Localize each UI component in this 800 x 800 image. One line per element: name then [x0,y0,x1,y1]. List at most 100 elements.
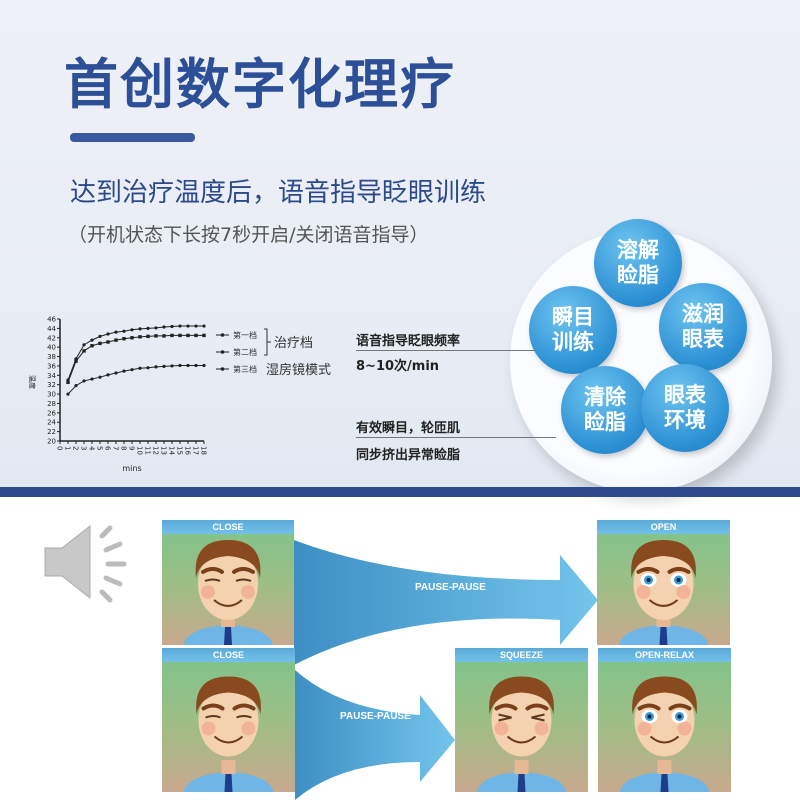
x-tick-label: 7 [112,446,120,450]
legend-group-treatment: 治疗档 [274,336,313,351]
data-point [114,371,118,375]
x-tick-label: 2 [72,446,80,450]
callout-effect-1: 有效瞬目，轮匝肌 [356,421,461,436]
bubble-text: 眼表 [682,327,724,351]
voice-guide-note: （开机状态下长按7秒开启/关闭语音指导） [68,224,429,246]
callout-freq-title: 语音指导眨眼频率 [356,334,461,349]
bubble-blink-training: 瞬目训练 [529,286,617,374]
data-point [74,384,78,388]
y-tick-label: 36 [47,362,56,370]
data-point [106,373,110,377]
page-title: 首创数字化理疗 [64,53,456,116]
data-point [122,329,126,333]
bubble-ocular-surface: 眼表环境 [641,364,729,452]
x-tick-label: 0 [56,446,64,450]
y-tick-label: 44 [47,325,56,333]
data-point [122,369,126,373]
legend-label: 第二档 [233,347,257,357]
series-line-3 [67,364,204,395]
bubble-clear: 清除睑脂 [561,366,649,454]
data-point [82,379,86,383]
x-tick-label: 8 [120,446,128,450]
data-point [178,324,182,328]
y-tick-label: 38 [47,353,56,361]
x-tick-label: 4 [88,446,96,451]
legend-marker [220,350,225,354]
arrow-lower [295,670,455,800]
data-point [194,363,198,368]
speaker-icon[interactable] [40,518,140,608]
y-tick-label: 22 [47,428,56,436]
callout-line [356,437,556,438]
callout-line [356,350,541,351]
panel-label: SQUEEZE [455,648,588,662]
data-point [154,326,158,330]
y-tick-label: 46 [47,316,56,324]
y-tick-label: 26 [47,409,56,417]
series-line-1 [67,325,204,381]
data-point [194,324,198,328]
face-panel-open: OPEN [597,520,730,645]
bubble-text: 训练 [552,330,594,354]
x-tick-label: 3 [80,446,88,450]
arrow-label: PAUSE-PAUSE [415,582,486,593]
data-point [178,333,182,338]
bubble-text: 瞬目 [552,305,594,329]
face-panel-close-2: CLOSE [162,648,295,792]
bubble-text: 睑脂 [617,263,659,287]
y-tick-label: 32 [47,381,56,389]
data-point [106,340,110,344]
x-tick-label: 16 [184,446,192,455]
data-point [106,332,110,336]
bubble-text: 滋润 [682,302,724,326]
y-tick-label: 42 [47,334,56,342]
title-underline [70,133,195,142]
x-tick-label: 15 [176,446,184,455]
data-point [114,338,118,342]
bubble-text: 清除 [584,385,626,409]
legend-group-humid: 湿房镜模式 [266,362,331,378]
y-axis-label: 温度 [28,375,37,389]
y-tick-label: 28 [47,400,56,408]
data-point [138,335,142,339]
face-closed-eyes [183,539,273,645]
panel-label: OPEN-RELAX [598,648,731,662]
data-point [90,338,94,342]
arrow-upper [294,540,598,665]
subtitle: 达到治疗温度后，语音指导眨眼训练 [70,178,487,208]
x-tick-label: 17 [192,446,200,455]
face-panel-close: CLOSE [162,520,294,645]
y-tick-label: 24 [47,419,56,427]
bubble-text: 眼表 [664,383,706,407]
data-point [178,363,182,368]
data-point [66,392,70,396]
legend-marker [220,367,225,371]
panel-label: CLOSE [162,520,294,534]
bubble-dissolve: 溶解睑脂 [594,219,682,307]
data-point [162,334,166,338]
x-axis-label: mins [122,464,141,473]
bubble-text: 溶解 [617,238,659,262]
x-tick-label: 6 [104,446,112,451]
data-point [90,344,94,348]
data-point [162,364,166,368]
bubble-text: 环境 [664,408,706,432]
face-panel-open-relax: OPEN-RELAX [598,648,731,792]
data-point [202,333,206,338]
x-tick-label: 5 [96,446,104,450]
data-point [154,334,158,338]
bubble-text: 睑脂 [584,410,626,434]
data-point [202,363,206,368]
data-point [146,366,150,370]
x-tick-label: 12 [152,446,160,455]
divider-band [0,487,800,497]
y-tick-label: 34 [47,372,56,380]
x-tick-label: 1 [64,446,72,450]
data-point [114,330,118,334]
data-point [122,337,126,341]
data-point [138,327,142,331]
callout-effect-2: 同步挤出异常睑脂 [356,448,461,463]
callout-freq-value: 8~10次/min [356,359,440,374]
data-point [170,324,174,329]
x-tick-label: 11 [144,446,152,455]
